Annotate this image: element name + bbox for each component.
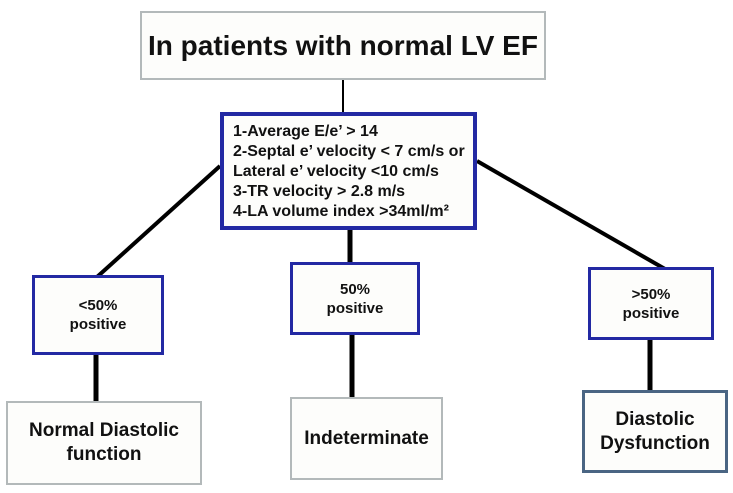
connector-criteria-to-left xyxy=(95,164,222,279)
condition-under-50-label: positive xyxy=(69,316,127,333)
title-box: In patients with normal LV EF xyxy=(140,11,546,80)
connector-criteria-to-right xyxy=(476,159,666,271)
outcome-normal-label: Normal Diastolic function xyxy=(29,420,179,465)
outcome-box-normal-diastolic-function: Normal Diastolic function xyxy=(6,401,202,485)
condition-box-under-50: <50% positive xyxy=(32,275,164,355)
condition-equal-50-label: positive xyxy=(326,299,384,317)
condition-over-50-value: >50% xyxy=(631,285,671,303)
outcome-dysfunction-label: Diastolic Dysfunction xyxy=(600,408,710,454)
outcome-box-indeterminate: Indeterminate xyxy=(290,397,443,480)
criteria-line-3: Lateral e’ velocity <10 cm/s xyxy=(233,163,439,180)
criteria-line-4: 3-TR velocity > 2.8 m/s xyxy=(233,183,406,200)
outcome-indeterminate-label: Indeterminate xyxy=(304,427,429,449)
condition-under-50-value: <50% xyxy=(78,297,118,314)
condition-box-over-50: >50% positive xyxy=(588,267,714,340)
criteria-box: 1-Average E/e’ > 14 2-Septal e’ velocity… xyxy=(220,112,477,230)
condition-box-equal-50: 50% positive xyxy=(290,262,420,335)
title-label: In patients with normal LV EF xyxy=(148,29,538,61)
condition-over-50-label: positive xyxy=(622,304,680,322)
criteria-line-5: 4-LA volume index >34ml/m² xyxy=(233,203,449,220)
criteria-line-2: 2-Septal e’ velocity < 7 cm/s or xyxy=(233,143,465,160)
criteria-line-1: 1-Average E/e’ > 14 xyxy=(233,123,378,140)
outcome-box-diastolic-dysfunction: Diastolic Dysfunction xyxy=(582,390,728,473)
condition-equal-50-value: 50% xyxy=(339,280,371,298)
